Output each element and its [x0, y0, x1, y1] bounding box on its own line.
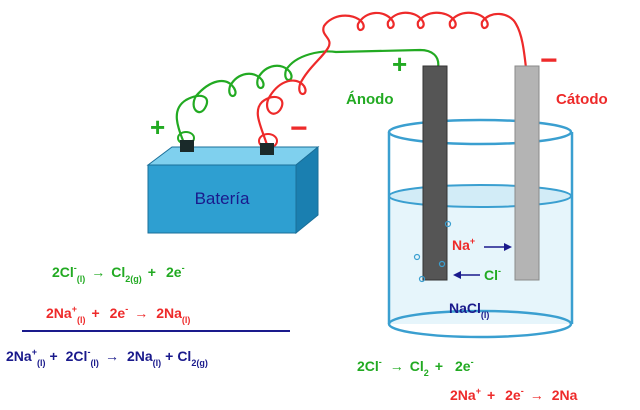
bubble: [418, 275, 426, 283]
battery-body: [147, 164, 297, 234]
anode-sign: +: [392, 49, 407, 79]
red-wire: [256, 11, 528, 149]
cathode-sign: −: [540, 44, 558, 77]
bubble: [413, 253, 421, 261]
battery-label: Batería: [195, 189, 250, 208]
battery-positive-terminal: [180, 140, 194, 152]
battery-negative-sign: −: [290, 112, 308, 145]
cathode-label: Cátodo: [556, 91, 608, 108]
sodium-arrow-head: [504, 243, 512, 251]
equation-anode-half: 2Cl-→Cl2+2e-: [357, 357, 474, 378]
chloride-arrow-head: [453, 271, 461, 279]
green-wire: [175, 48, 440, 149]
electrolyte-liquid: [389, 196, 572, 324]
equation-overall: 2Na+(l)+2Cl-(l)→2Na(l)+Cl2(g): [6, 347, 208, 368]
battery-positive-sign: +: [150, 112, 165, 142]
liquid-surface: [388, 184, 572, 208]
sodium-ion-label: Na+: [452, 236, 475, 253]
anode-electrode: [422, 65, 448, 281]
equation-cathode-half: 2Na++2e-→2Na: [450, 386, 578, 403]
equation-reduction: 2Na+(l)+2e-→2Na(l): [46, 304, 190, 325]
cathode-electrode: [514, 65, 540, 281]
beaker-rim: [387, 118, 573, 146]
salt-label: NaCl(l): [449, 300, 489, 320]
bubble: [444, 220, 452, 228]
bubble: [438, 260, 446, 268]
battery-top: [146, 146, 320, 166]
chloride-ion-label: Cl-: [484, 266, 501, 283]
beaker-bottom: [387, 309, 573, 339]
battery-negative-terminal: [260, 143, 274, 155]
equation-oxidation: 2Cl-(l)→Cl2(g)+2e-: [52, 263, 185, 284]
anode-label: Ánodo: [346, 91, 393, 108]
